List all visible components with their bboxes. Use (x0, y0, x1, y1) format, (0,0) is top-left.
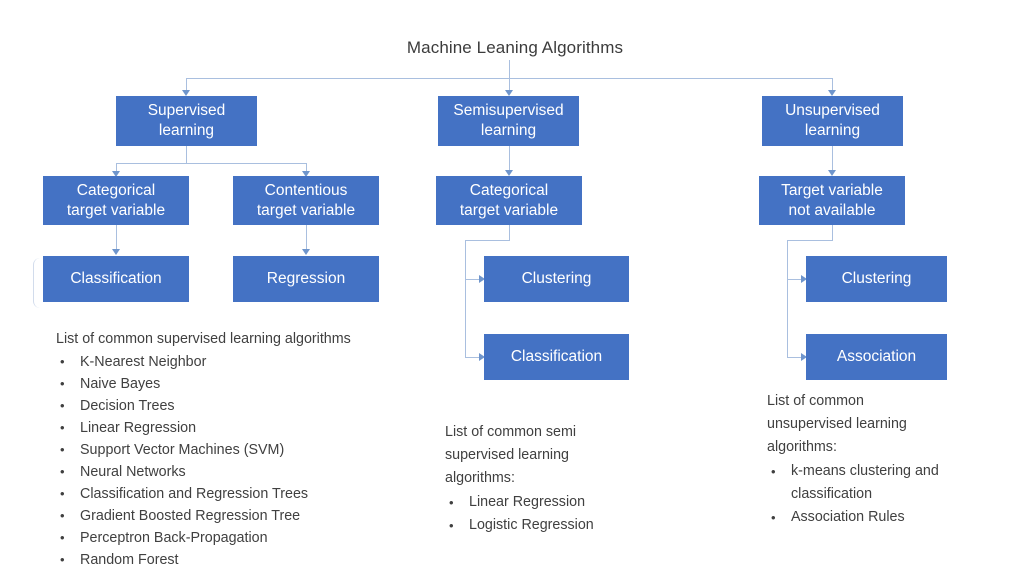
node-supervised-learning[interactable]: Supervised learning (116, 96, 257, 146)
connector-supervised-left (116, 163, 117, 173)
supervised-notes-list: K-Nearest Neighbor Naive Bayes Decision … (56, 351, 426, 571)
list-item: Support Vector Machines (SVM) (56, 439, 426, 461)
arrow-unsupervised (828, 90, 836, 96)
list-item: Neural Networks (56, 461, 426, 483)
node-label-line2: learning (804, 122, 861, 139)
connector-unsupervised-to-association (787, 357, 803, 358)
node-label: Classification (70, 270, 162, 287)
unsupervised-notes: List of common unsupervised learning alg… (767, 390, 992, 529)
list-item: Random Forest (56, 549, 426, 571)
connector-unsupervised-drop (832, 225, 833, 240)
semisupervised-notes-list: Linear Regression Logistic Regression (445, 491, 660, 537)
node-supervised-classification[interactable]: Classification (43, 256, 189, 302)
list-item: K-Nearest Neighbor (56, 351, 426, 373)
node-unsupervised-clustering[interactable]: Clustering (806, 256, 947, 302)
arrow-semisupervised (505, 90, 513, 96)
node-label-line1: Supervised (147, 102, 226, 119)
arrow-semisupervised-categorical (505, 170, 513, 176)
arrow-semisupervised-clustering (479, 275, 485, 283)
node-label-line1: Unsupervised (785, 102, 880, 119)
list-item: Perceptron Back-Propagation (56, 527, 426, 549)
connector-semisupervised-drop (509, 225, 510, 240)
node-label-line2: not available (788, 201, 876, 219)
list-item: Linear Regression (445, 491, 660, 514)
connector-semisupervised-elbow (465, 240, 510, 241)
supervised-notes: List of common supervised learning algor… (56, 328, 426, 571)
node-label-line1: Contentious (264, 181, 348, 199)
connector-title-stem (509, 60, 510, 78)
node-label: Clustering (521, 270, 592, 287)
node-supervised-contentious-target-variable[interactable]: Contentious target variable (233, 176, 379, 225)
supervised-notes-lead: List of common supervised learning algor… (56, 331, 351, 347)
list-item: Classification and Regression Trees (56, 483, 426, 505)
connector-semisupervised-rail (465, 240, 466, 358)
list-item: Decision Trees (56, 395, 426, 417)
connector-supervised-right (306, 163, 307, 173)
node-label: Association (836, 348, 917, 365)
node-label-line1: Categorical (76, 181, 156, 199)
connector-unsupervised-stem (832, 146, 833, 170)
arrow-semisupervised-classification (479, 353, 485, 361)
node-label-line2: target variable (459, 201, 559, 219)
node-label-line2: learning (158, 122, 215, 139)
arrow-supervised (182, 90, 190, 96)
node-supervised-categorical-target-variable[interactable]: Categorical target variable (43, 176, 189, 225)
unsupervised-notes-lead: List of common unsupervised learning alg… (767, 393, 907, 455)
arrow-unsupervised-target (828, 170, 836, 176)
connector-to-semisupervised (509, 78, 510, 91)
node-supervised-regression[interactable]: Regression (233, 256, 379, 302)
decorative-arc (33, 258, 40, 308)
arrow-unsupervised-association (801, 353, 807, 361)
node-label-line2: target variable (256, 201, 356, 219)
node-semisupervised-clustering[interactable]: Clustering (484, 256, 629, 302)
node-unsupervised-target-variable-not-available[interactable]: Target variable not available (759, 176, 905, 225)
arrow-regression-supervised (302, 249, 310, 255)
connector-categorical-to-classification (116, 225, 117, 249)
node-semisupervised-learning[interactable]: Semisupervised learning (438, 96, 579, 146)
semisupervised-notes: List of common semi supervised learning … (445, 421, 660, 537)
list-item: Association Rules (767, 506, 992, 529)
connector-semisupervised-stem (509, 146, 510, 170)
node-label-line1: Semisupervised (453, 102, 564, 119)
node-label: Classification (510, 348, 603, 365)
node-semisupervised-classification[interactable]: Classification (484, 334, 629, 380)
connector-unsupervised-rail (787, 240, 788, 358)
connector-supervised-bus (116, 163, 307, 164)
node-unsupervised-association[interactable]: Association (806, 334, 947, 380)
node-label-line2: target variable (66, 201, 166, 219)
node-label-line1: Target variable (781, 181, 883, 199)
connector-semisupervised-to-clustering (465, 279, 481, 280)
connector-unsupervised-elbow (787, 240, 833, 241)
connector-to-supervised (186, 78, 187, 91)
connector-unsupervised-to-clustering (787, 279, 803, 280)
node-semisupervised-categorical-target-variable[interactable]: Categorical target variable (436, 176, 582, 225)
unsupervised-notes-list: k-means clustering and classification As… (767, 460, 992, 529)
node-label: Regression (266, 270, 346, 287)
connector-contentious-to-regression (306, 225, 307, 249)
arrow-unsupervised-clustering (801, 275, 807, 283)
arrow-classification-supervised (112, 249, 120, 255)
list-item: Logistic Regression (445, 514, 660, 537)
list-item: k-means clustering and classification (767, 460, 992, 506)
node-unsupervised-learning[interactable]: Unsupervised learning (762, 96, 903, 146)
connector-supervised-stem (186, 146, 187, 163)
list-item: Linear Regression (56, 417, 426, 439)
node-label-line1: Categorical (469, 181, 549, 199)
node-label: Clustering (841, 270, 912, 287)
arrow-categorical-supervised (112, 171, 120, 177)
semisupervised-notes-lead: List of common semi supervised learning … (445, 424, 577, 486)
connector-to-unsupervised (832, 78, 833, 91)
list-item: Gradient Boosted Regression Tree (56, 505, 426, 527)
diagram-title: Machine Leaning Algorithms (406, 38, 624, 57)
connector-semisupervised-to-classification (465, 357, 481, 358)
arrow-contentious-supervised (302, 171, 310, 177)
node-label-line2: learning (480, 122, 537, 139)
list-item: Naive Bayes (56, 373, 426, 395)
